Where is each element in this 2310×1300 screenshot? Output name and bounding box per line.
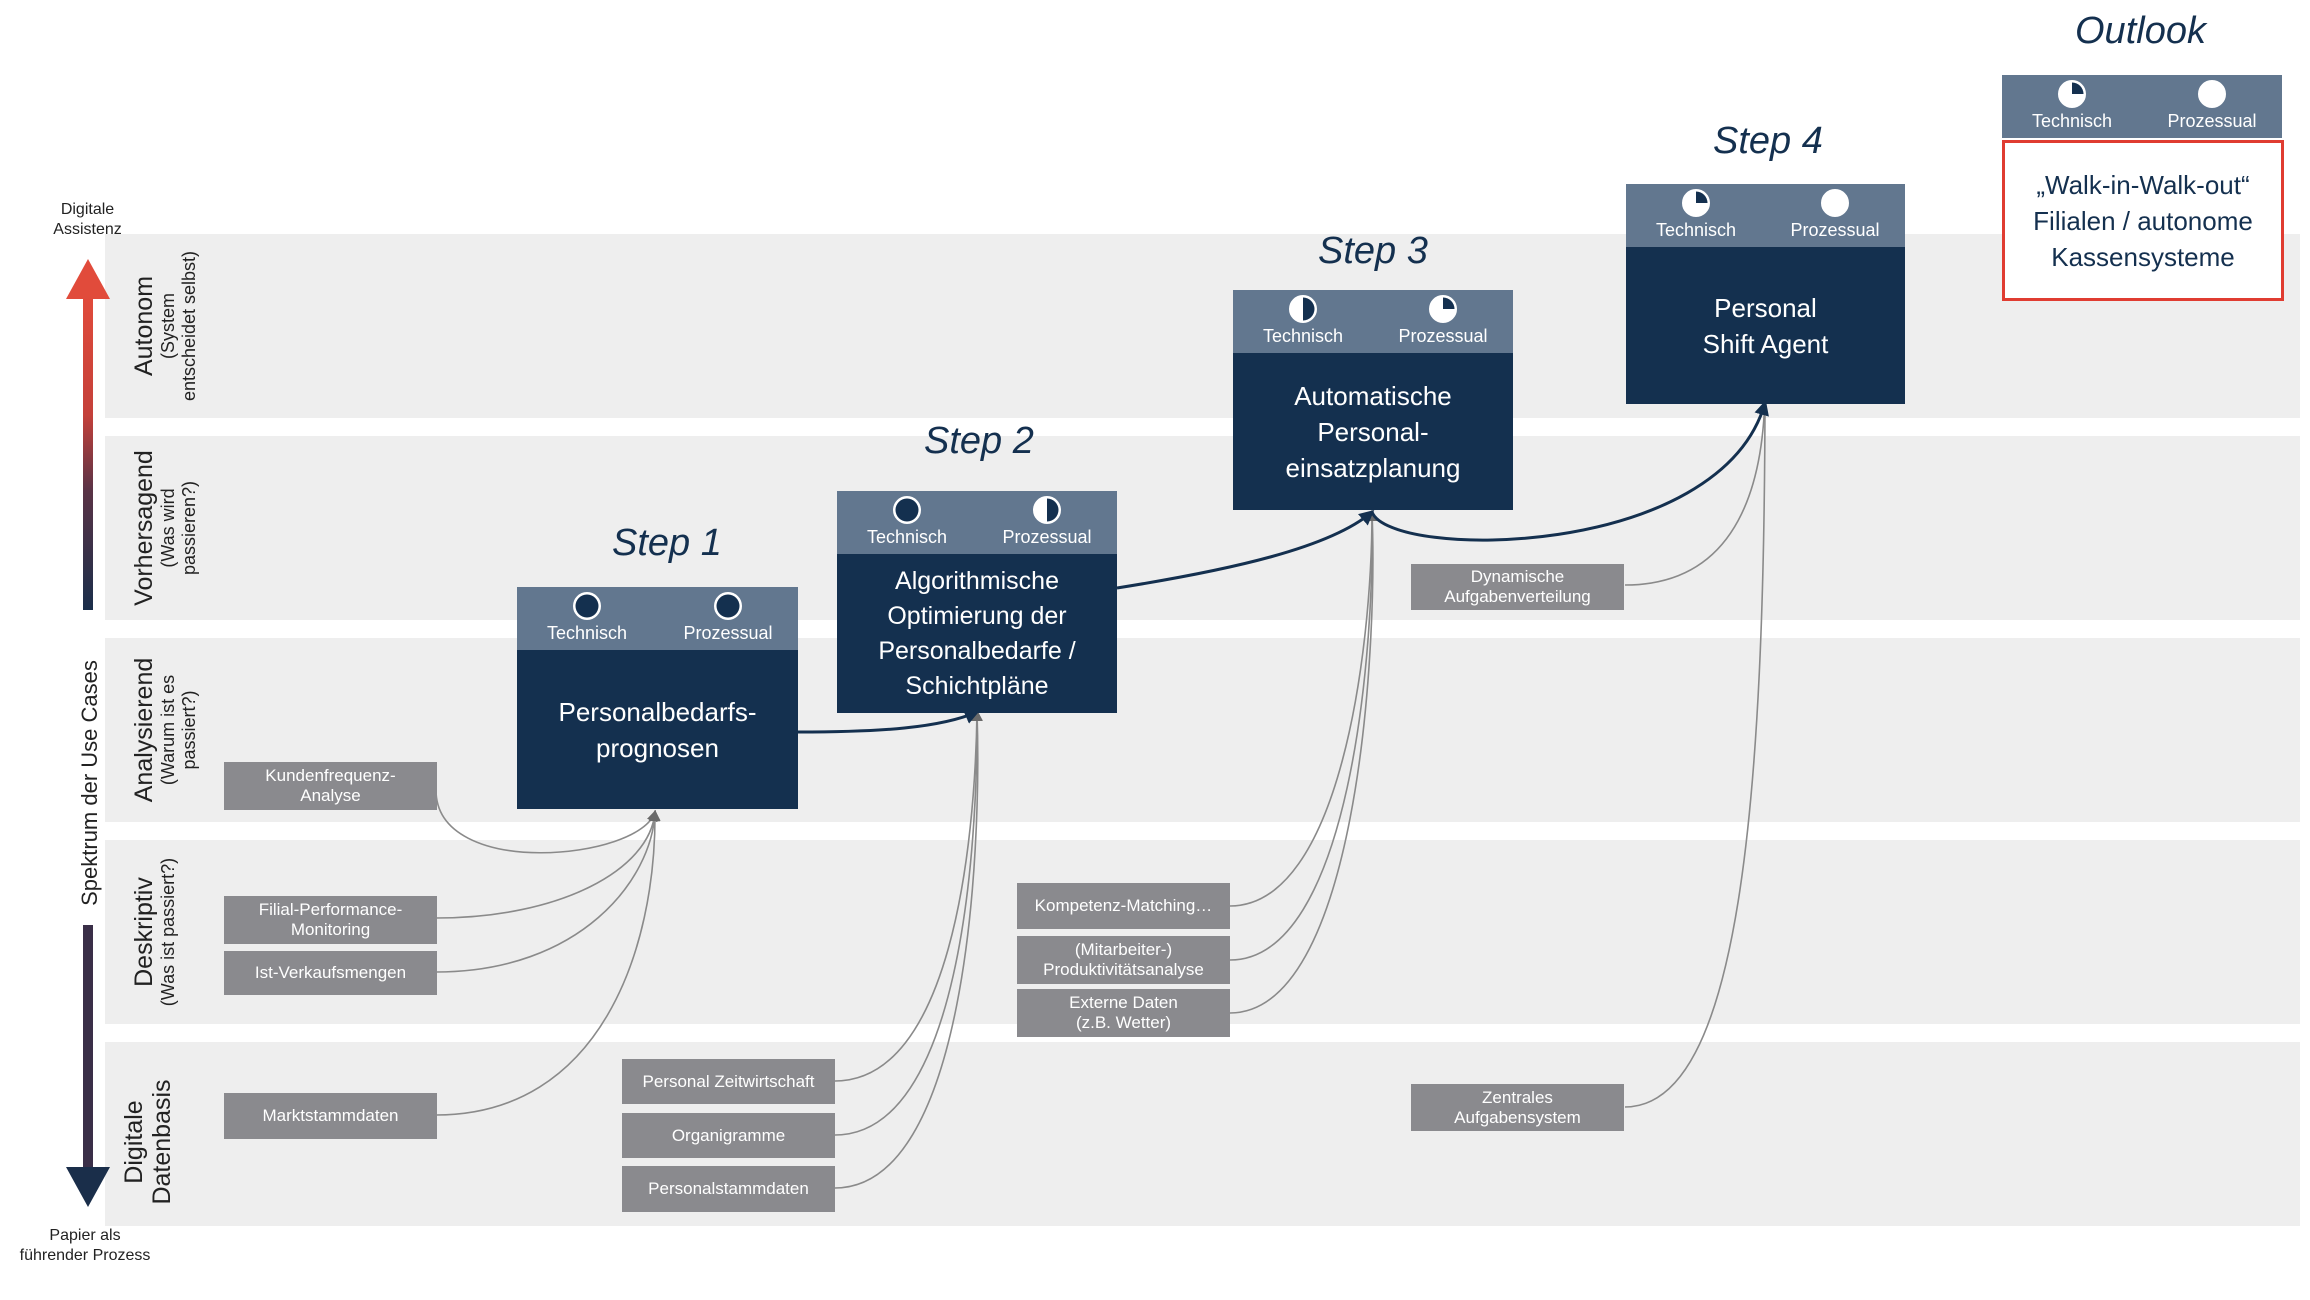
harvey-ball-prozessual-icon — [1821, 189, 1849, 217]
harvey-ball-prozessual-icon — [1429, 295, 1457, 323]
indicator-label: Technisch — [1262, 326, 1344, 346]
step-text: Personalbedarfs- prognosen — [517, 650, 798, 809]
harvey-ball-fill — [1047, 498, 1059, 522]
harvey-ball-fill — [1303, 297, 1315, 321]
harvey-ball-prozessual-icon — [1033, 496, 1061, 524]
link-kundenfrequenz-step1 — [435, 789, 658, 854]
source-externe-daten[interactable]: Externe Daten (z.B. Wetter) — [1017, 989, 1230, 1037]
harvey-ball-fill — [575, 594, 599, 618]
link-dynamische-step4 — [1624, 382, 1771, 586]
step-3-title: Step 3 — [1318, 230, 1428, 272]
source-ist-verkaufsmengen[interactable]: Ist-Verkaufsmengen — [224, 951, 437, 995]
step-4-title: Step 4 — [1713, 120, 1823, 162]
source-personal-zeitwirtschaft[interactable]: Personal Zeitwirtschaft — [622, 1059, 835, 1104]
harvey-ball-fill — [895, 498, 919, 522]
indicator-label: Prozessual — [683, 623, 773, 643]
flow-step1-step2 — [797, 709, 980, 734]
step-header: Technisch Prozessual — [517, 587, 798, 650]
indicator-label: Technisch — [2031, 111, 2113, 131]
indicator-label: Prozessual — [1398, 326, 1488, 346]
link-personalstamm-step2 — [834, 709, 983, 1189]
link-externe-step3 — [1229, 509, 1378, 1014]
indicator-label: Technisch — [1655, 220, 1737, 240]
step-3-box[interactable]: Technisch Prozessual Automatische Person… — [1233, 290, 1513, 510]
flow-step3-step4 — [1370, 400, 1769, 542]
outlook-header: Technisch Prozessual — [2002, 75, 2282, 138]
indicator-technisch: Technisch — [1233, 294, 1373, 347]
spectrum-axis-arrow — [66, 259, 110, 1207]
source-kompetenz-matching[interactable]: Kompetenz-Matching… — [1017, 883, 1230, 929]
link-kompetenz-step3 — [1229, 509, 1378, 907]
arrow-down-head — [66, 1167, 110, 1207]
step-text: Algorithmische Optimierung der Personalb… — [837, 554, 1117, 713]
step-header: Technisch Prozessual — [1233, 290, 1513, 353]
outlook-box[interactable]: „Walk-in-Walk-out“ Filialen / autonome K… — [2002, 140, 2284, 301]
arrow-upper-shaft — [83, 295, 93, 610]
indicator-label: Technisch — [546, 623, 628, 643]
step-2-box[interactable]: Technisch Prozessual Algorithmische Opti… — [837, 491, 1117, 713]
indicator-technisch: Technisch — [1626, 188, 1766, 241]
indicator-technisch: Technisch — [2002, 79, 2142, 132]
source-filial-performance[interactable]: Filial-Performance- Monitoring — [224, 896, 437, 944]
source-dynamische-aufgabenverteilung[interactable]: Dynamische Aufgabenverteilung — [1411, 564, 1624, 610]
indicator-prozessual: Prozessual — [977, 495, 1117, 548]
axis-bottom-label: Papier als führender Prozess — [19, 1227, 151, 1264]
step-text: Automatische Personal- einsatzplanung — [1233, 353, 1513, 510]
source-personalstammdaten[interactable]: Personalstammdaten — [622, 1166, 835, 1212]
source-kundenfrequenz[interactable]: Kundenfrequenz- Analyse — [224, 762, 437, 810]
harvey-ball-ring — [1821, 189, 1849, 217]
harvey-ball-fill — [1443, 297, 1455, 309]
step-header: Technisch Prozessual — [1626, 184, 1905, 247]
step-header: Technisch Prozessual — [837, 491, 1117, 554]
indicator-technisch: Technisch — [517, 591, 657, 644]
row-band-datenbasis — [105, 1042, 2300, 1226]
source-produktivitaetsanalyse[interactable]: (Mitarbeiter-) Produktivitätsanalyse — [1017, 936, 1230, 984]
link-markt-step1 — [435, 809, 661, 1116]
axis-top-label: Digitale Assistenz — [53, 201, 122, 238]
harvey-ball-technisch-icon — [2058, 80, 2086, 108]
arrow-up-head — [66, 259, 110, 299]
link-ist-step1 — [435, 809, 661, 973]
indicator-technisch: Technisch — [837, 495, 977, 548]
harvey-ball-technisch-icon — [1682, 189, 1710, 217]
harvey-ball-fill — [2072, 82, 2084, 94]
indicator-label: Technisch — [866, 527, 948, 547]
indicator-label: Prozessual — [1002, 527, 1092, 547]
step-text: Personal Shift Agent — [1626, 247, 1905, 404]
indicator-label: Prozessual — [1790, 220, 1880, 240]
step-1-title: Step 1 — [612, 522, 722, 564]
step-4-box[interactable]: Technisch Prozessual Personal Shift Agen… — [1626, 184, 1905, 404]
link-produktivitaet-step3 — [1229, 509, 1378, 961]
link-filial-step1 — [435, 809, 660, 919]
arrow-lower-shaft — [83, 925, 93, 1175]
indicator-label: Prozessual — [2167, 111, 2257, 131]
source-organigramme[interactable]: Organigramme — [622, 1113, 835, 1158]
row-band-vorhersagend — [105, 436, 2300, 620]
harvey-ball-technisch-icon — [1289, 295, 1317, 323]
step-2-title: Step 2 — [924, 420, 1034, 462]
source-zentrales-aufgabensystem[interactable]: Zentrales Aufgabensystem — [1411, 1084, 1624, 1131]
harvey-ball-prozessual-icon — [714, 592, 742, 620]
indicator-prozessual: Prozessual — [1765, 188, 1905, 241]
link-zentrales-step4 — [1624, 382, 1771, 1108]
harvey-ball-ring — [2198, 80, 2226, 108]
indicator-prozessual: Prozessual — [2142, 79, 2282, 132]
outlook-header-bar: Technisch Prozessual — [2002, 75, 2282, 138]
harvey-ball-fill — [716, 594, 740, 618]
outlook-title: Outlook — [2075, 10, 2206, 52]
row-band-autonom — [105, 234, 2300, 418]
row-band-analysierend — [105, 638, 2300, 822]
step-1-box[interactable]: Technisch Prozessual Personalbedarfs- pr… — [517, 587, 798, 809]
link-organigramme-step2 — [834, 709, 983, 1136]
link-zeitwirtschaft-step2 — [834, 709, 983, 1082]
flow-step2-step3 — [1116, 510, 1375, 590]
harvey-ball-technisch-icon — [573, 592, 601, 620]
harvey-ball-fill — [1696, 191, 1708, 203]
indicator-prozessual: Prozessual — [658, 591, 798, 644]
harvey-ball-prozessual-icon — [2198, 80, 2226, 108]
indicator-prozessual: Prozessual — [1373, 294, 1513, 347]
harvey-ball-technisch-icon — [893, 496, 921, 524]
source-marktstammdaten[interactable]: Marktstammdaten — [224, 1093, 437, 1139]
